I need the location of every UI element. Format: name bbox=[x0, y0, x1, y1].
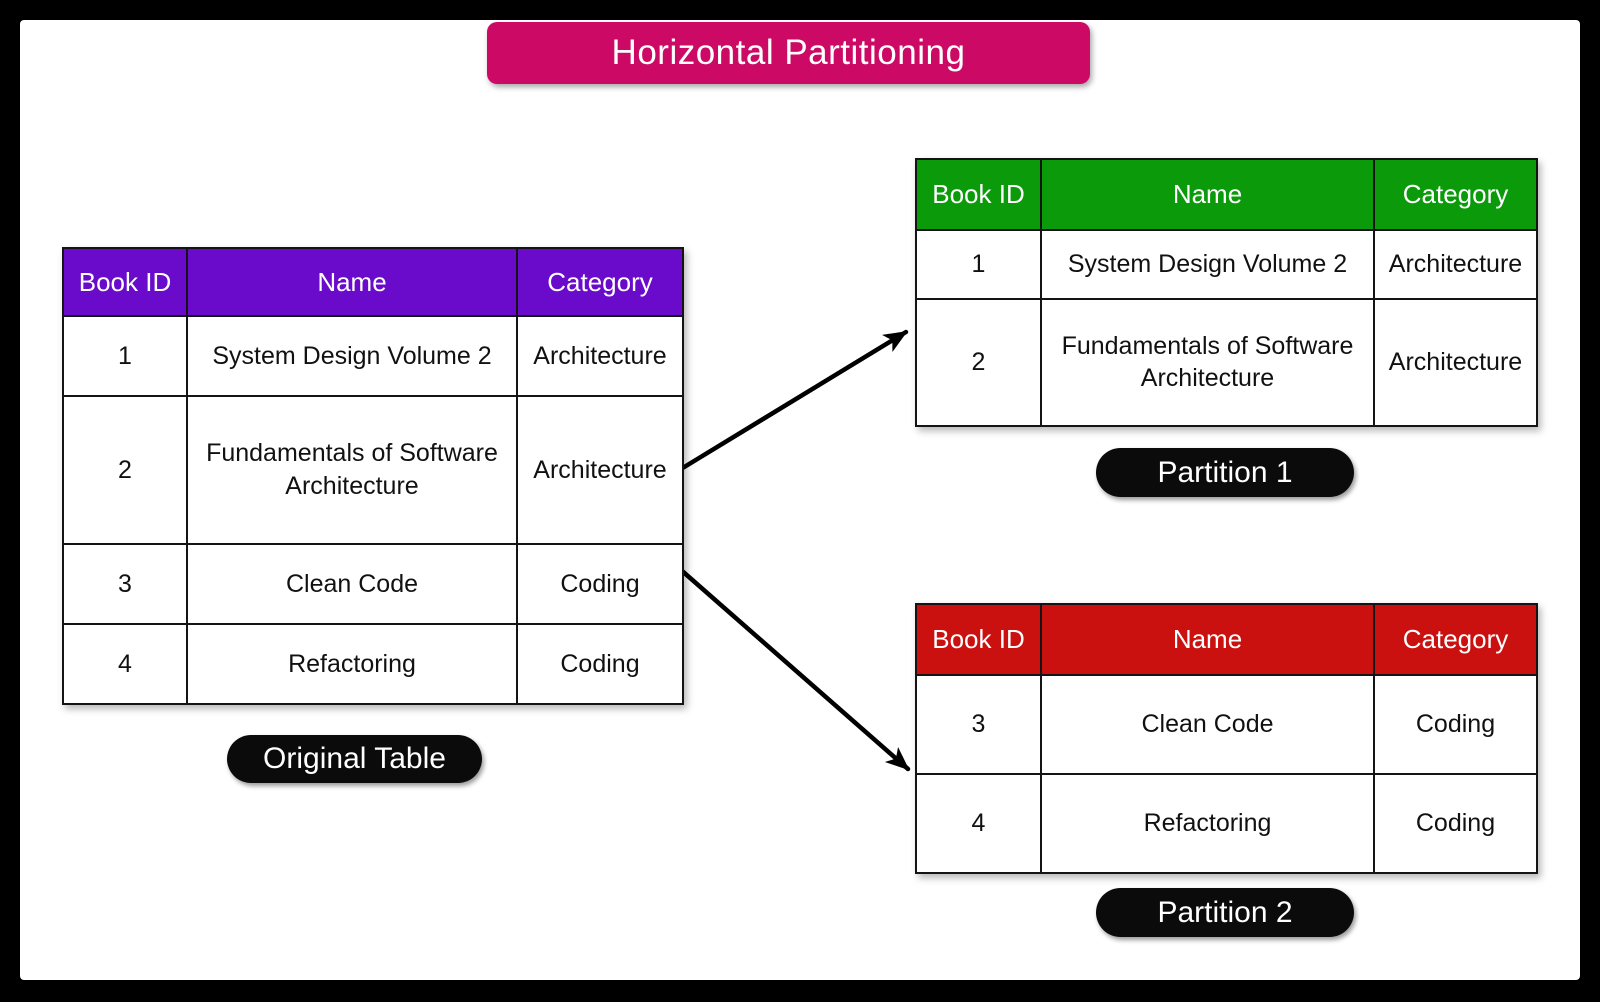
partition2-label: Partition 2 bbox=[1096, 888, 1354, 937]
table-row: 1 System Design Volume 2 Architecture bbox=[915, 229, 1538, 300]
cell-name: Refactoring bbox=[186, 622, 518, 706]
cell-category: Architecture bbox=[516, 314, 684, 398]
partition2-header-category: Category bbox=[1373, 604, 1537, 676]
table-row: 3 Clean Code Coding bbox=[62, 542, 684, 625]
partition2-header-row: Book ID Name Category bbox=[916, 604, 1537, 676]
cell-name: Fundamentals of Software Architecture bbox=[186, 395, 518, 545]
table-row: 1 System Design Volume 2 Architecture bbox=[62, 314, 684, 398]
cell-category: Architecture bbox=[1373, 297, 1538, 428]
table-row: 4 Refactoring Coding bbox=[915, 773, 1538, 874]
diagram-title: Horizontal Partitioning bbox=[611, 33, 966, 72]
table-row: 4 Refactoring Coding bbox=[62, 622, 684, 706]
cell-book-id: 4 bbox=[915, 773, 1042, 874]
cell-book-id: 2 bbox=[915, 297, 1042, 428]
partition1-header-name: Name bbox=[1040, 159, 1375, 231]
original-header-row: Book ID Name Category bbox=[63, 248, 683, 317]
cell-category: Architecture bbox=[1373, 229, 1538, 300]
cell-book-id: 2 bbox=[62, 395, 188, 545]
cell-name: System Design Volume 2 bbox=[186, 314, 518, 398]
cell-name: Refactoring bbox=[1040, 773, 1375, 874]
partition1-table: Book ID Name Category 1 System Design Vo… bbox=[915, 158, 1538, 428]
cell-category: Coding bbox=[1373, 674, 1538, 775]
table-row: 3 Clean Code Coding bbox=[915, 674, 1538, 775]
partition2-table: Book ID Name Category 3 Clean Code Codin… bbox=[915, 603, 1538, 874]
cell-category: Coding bbox=[1373, 773, 1538, 874]
original-table-label: Original Table bbox=[227, 735, 482, 783]
partition2-label-text: Partition 2 bbox=[1157, 895, 1293, 929]
partition2-header-name: Name bbox=[1040, 604, 1375, 676]
cell-book-id: 4 bbox=[62, 622, 188, 706]
table-row: 2 Fundamentals of Software Architecture … bbox=[915, 297, 1538, 428]
cell-category: Architecture bbox=[516, 395, 684, 545]
original-header-name: Name bbox=[186, 248, 518, 317]
partition1-header-category: Category bbox=[1373, 159, 1537, 231]
original-table: Book ID Name Category 1 System Design Vo… bbox=[62, 247, 684, 706]
cell-category: Coding bbox=[516, 622, 684, 706]
cell-book-id: 3 bbox=[915, 674, 1042, 775]
partition2-header-book-id: Book ID bbox=[916, 604, 1042, 676]
cell-book-id: 1 bbox=[915, 229, 1042, 300]
original-header-book-id: Book ID bbox=[63, 248, 188, 317]
partition1-header-book-id: Book ID bbox=[916, 159, 1042, 231]
cell-name: Clean Code bbox=[1040, 674, 1375, 775]
cell-name: Fundamentals of Software Architecture bbox=[1040, 297, 1375, 428]
diagram-title-banner: Horizontal Partitioning bbox=[487, 22, 1090, 84]
original-table-label-text: Original Table bbox=[263, 742, 446, 775]
original-header-category: Category bbox=[516, 248, 683, 317]
cell-book-id: 3 bbox=[62, 542, 188, 625]
partition1-header-row: Book ID Name Category bbox=[916, 159, 1537, 231]
cell-category: Coding bbox=[516, 542, 684, 625]
cell-book-id: 1 bbox=[62, 314, 188, 398]
cell-name: Clean Code bbox=[186, 542, 518, 625]
partition1-label: Partition 1 bbox=[1096, 448, 1354, 497]
table-row: 2 Fundamentals of Software Architecture … bbox=[62, 395, 684, 545]
partition1-label-text: Partition 1 bbox=[1157, 455, 1293, 489]
cell-name: System Design Volume 2 bbox=[1040, 229, 1375, 300]
